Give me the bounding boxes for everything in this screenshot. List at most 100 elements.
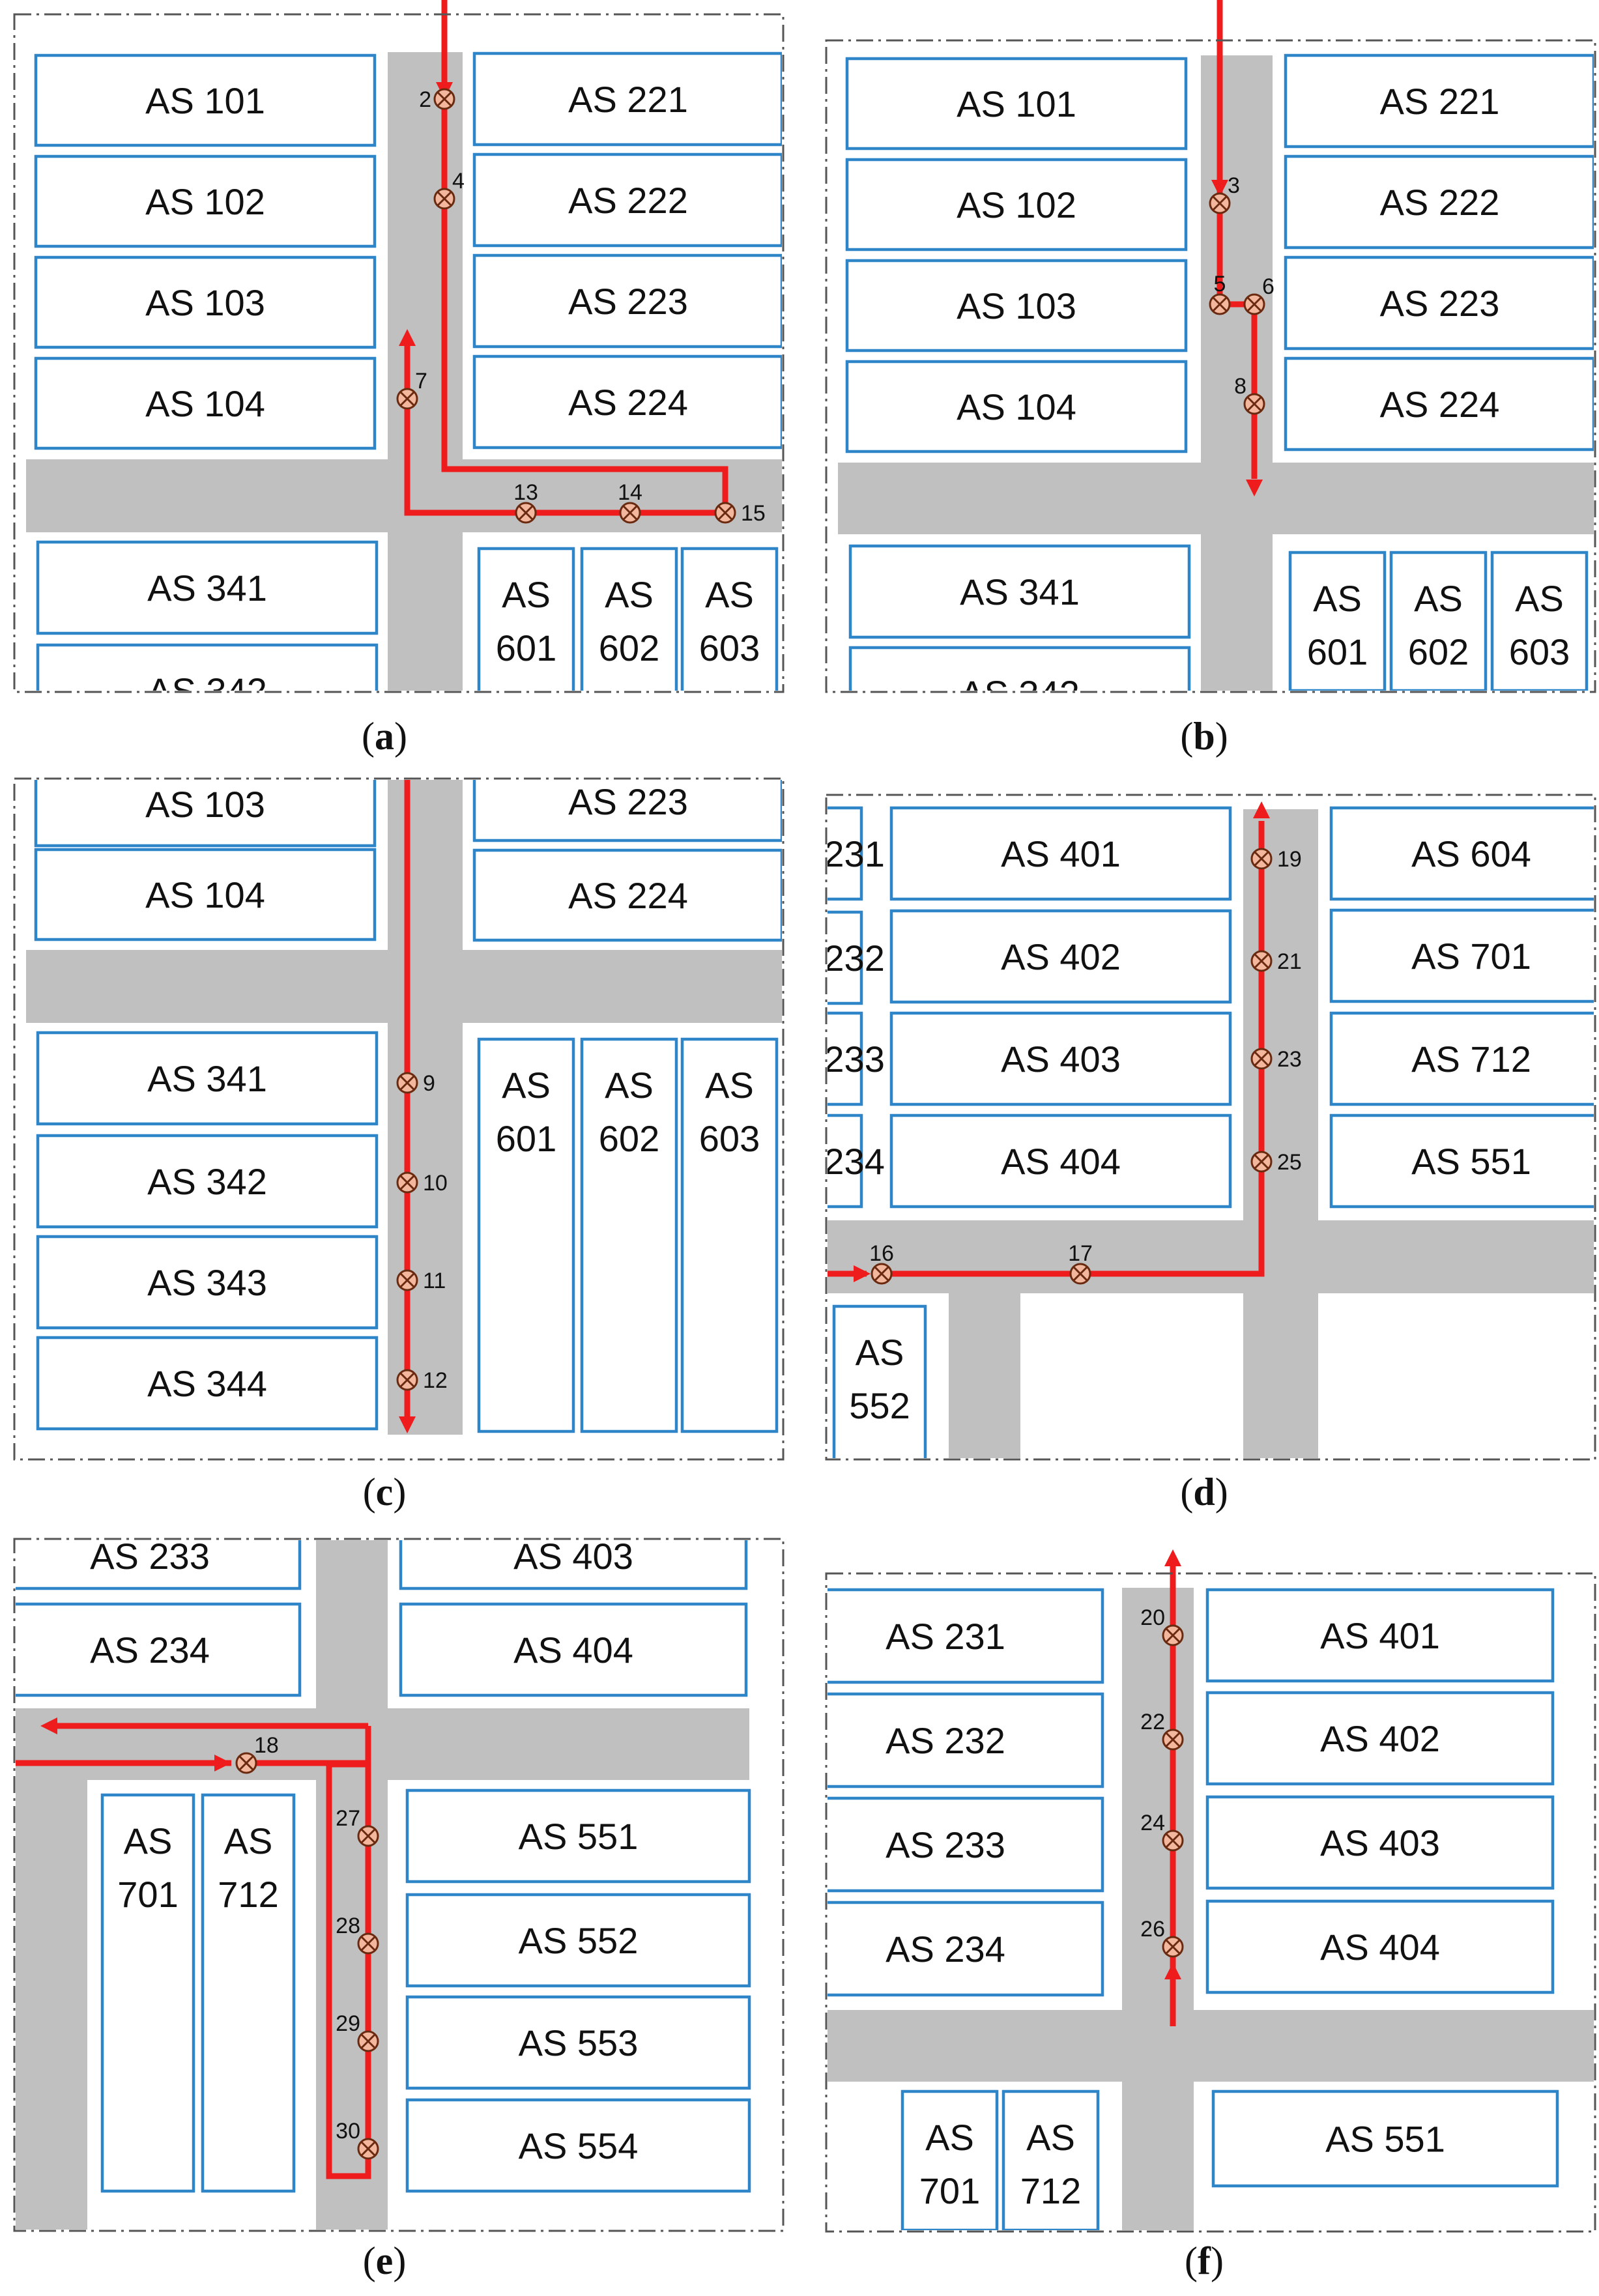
- block-label: AS 551: [519, 1816, 639, 1857]
- node-label: 15: [741, 501, 766, 526]
- parking-block: AS 224: [472, 354, 782, 450]
- block-label: AS 224: [568, 382, 688, 423]
- route-arrowhead: [40, 1717, 57, 1734]
- sensor-node: 19: [1250, 847, 1302, 872]
- road: [828, 2010, 1594, 2082]
- node-label: 20: [1140, 1605, 1165, 1630]
- road: [388, 780, 463, 1435]
- sensor-node: 28: [336, 1914, 379, 1955]
- route-line: [246, 1760, 371, 2179]
- parking-block: AS 342: [36, 643, 379, 691]
- block-label: AS 712: [1411, 1039, 1531, 1080]
- panel-frame: [13, 13, 785, 693]
- block-label: AS 234: [90, 1629, 210, 1671]
- parking-block: AS 223: [472, 253, 782, 349]
- parking-block: AS 223: [1284, 255, 1594, 351]
- road: [26, 950, 782, 1023]
- parking-block: AS 551: [1329, 1113, 1594, 1209]
- block-label: AS 341: [147, 1058, 267, 1099]
- sensor-node: 30: [336, 2119, 379, 2160]
- block-label: AS: [925, 2117, 974, 2158]
- panel-frame: [13, 1538, 785, 2232]
- block-label: 712: [218, 1874, 278, 1915]
- parking-block: AS 343: [36, 1235, 379, 1330]
- parking-block: AS 402: [889, 909, 1232, 1004]
- block-label: 603: [699, 1118, 760, 1159]
- block-label: AS 231: [765, 833, 885, 874]
- panel-caption: (f): [1185, 2239, 1224, 2282]
- parking-block: AS 232: [828, 1692, 1104, 1788]
- route-line: [404, 83, 728, 516]
- sensor-node: 21: [1250, 949, 1302, 974]
- parking-block: AS 222: [472, 152, 782, 248]
- block-label: AS 701: [1411, 936, 1531, 977]
- parking-block: AS 224: [1284, 356, 1594, 452]
- parking-block: AS 342: [36, 1134, 379, 1229]
- sensor-node: 23: [1250, 1047, 1302, 1072]
- block-label: AS 342: [147, 1161, 267, 1202]
- sensor-node: 9: [396, 1071, 435, 1096]
- node-label: 26: [1140, 1917, 1165, 1942]
- sensor-node: 15: [714, 501, 766, 526]
- sensor-node: 5: [1209, 272, 1231, 315]
- block-label: AS: [605, 1065, 654, 1106]
- block-label: AS 401: [1001, 833, 1121, 874]
- parking-block: AS 401: [889, 806, 1232, 901]
- parking-block: AS 602: [580, 547, 678, 691]
- road: [949, 1270, 1020, 1458]
- node-label: 28: [336, 1914, 360, 1938]
- route-line: [882, 821, 1265, 1277]
- block-label: AS 222: [1380, 182, 1500, 223]
- block-label: AS: [856, 1332, 904, 1373]
- node-label: 19: [1277, 847, 1302, 872]
- parking-block: AS 344: [36, 1336, 379, 1431]
- node-label: 27: [336, 1806, 360, 1831]
- block-label: AS 342: [960, 673, 1080, 714]
- sensor-node: 12: [396, 1368, 448, 1393]
- road: [16, 1708, 749, 1780]
- sensor-node: 18: [235, 1733, 279, 1774]
- block-label: AS 232: [886, 1720, 1005, 1761]
- block-label: AS: [224, 1820, 273, 1861]
- parking-block: AS 104: [34, 356, 377, 450]
- block-label: AS 231: [886, 1616, 1005, 1657]
- block-label: AS 604: [1411, 833, 1531, 874]
- parking-block: AS 404: [1205, 1899, 1555, 1994]
- parking-block: AS 342: [848, 646, 1191, 714]
- parking-block: AS 712: [1329, 1011, 1594, 1106]
- parking-block: AS 341: [36, 1031, 379, 1126]
- block-label: AS 101: [957, 83, 1076, 124]
- block-label: AS: [1026, 2117, 1075, 2158]
- route-arrowhead: [1211, 180, 1228, 197]
- parking-block: AS 341: [848, 544, 1191, 639]
- block-label: AS 402: [1320, 1718, 1440, 1759]
- panel-caption: (e): [363, 2239, 407, 2282]
- block-label: AS 553: [519, 2022, 639, 2063]
- block-label: 701: [919, 2170, 980, 2211]
- road: [838, 463, 1594, 534]
- sensor-node: 26: [1140, 1917, 1184, 1958]
- road: [1122, 1588, 1194, 2230]
- node-label: 16: [869, 1241, 894, 1266]
- node-label: 24: [1140, 1811, 1165, 1835]
- parking-block: AS 101: [34, 53, 377, 147]
- parking-block: AS 103: [34, 780, 377, 848]
- block-label: AS 404: [513, 1629, 633, 1671]
- block-label: AS 223: [1380, 283, 1500, 324]
- panel-caption: (c): [363, 1471, 407, 1514]
- sensor-node: 17: [1068, 1241, 1093, 1285]
- block-label: AS 234: [886, 1929, 1005, 1970]
- parking-block: AS 604: [1329, 806, 1594, 901]
- block-label: AS: [605, 574, 654, 615]
- block-label: AS 233: [765, 1039, 885, 1080]
- panel-frame: [825, 39, 1596, 693]
- block-label: 602: [599, 627, 659, 668]
- parking-block: AS 403: [1205, 1795, 1555, 1890]
